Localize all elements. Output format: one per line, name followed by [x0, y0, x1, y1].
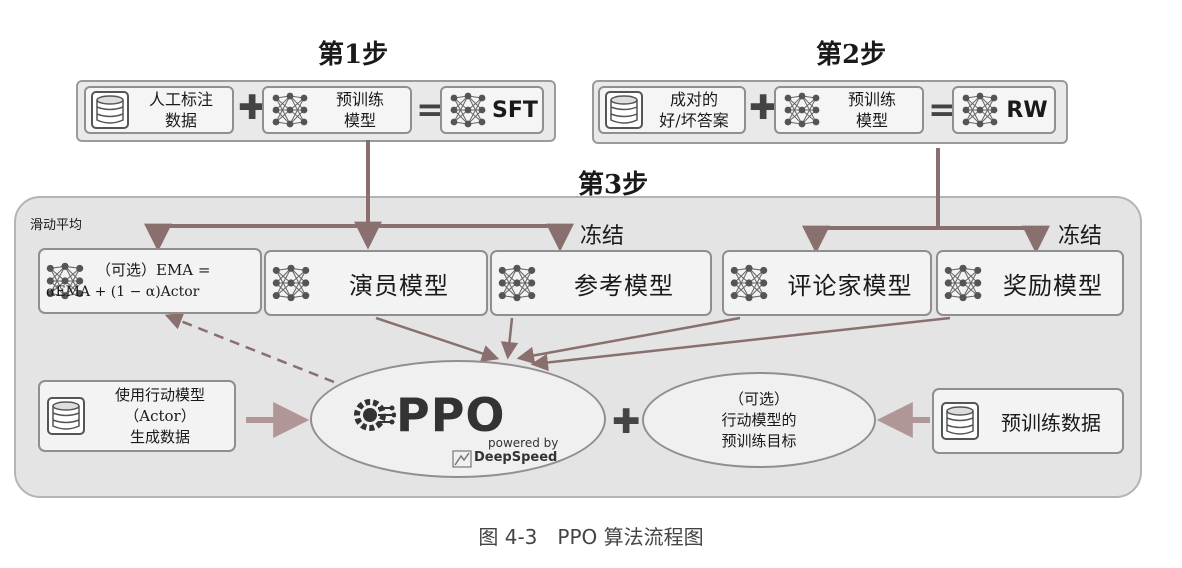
- step2-title: 第2步: [816, 40, 887, 70]
- freeze-label-right: 冻结: [1058, 224, 1103, 249]
- plus-sign: ✚: [238, 88, 267, 128]
- reward-model-label: 奖励模型: [1003, 271, 1103, 300]
- ema-title: 滑动平均: [30, 218, 83, 233]
- powered-by-label: powered by: [488, 436, 559, 450]
- neural-net-icon: [728, 262, 770, 304]
- reward-model-box: 奖励模型: [936, 250, 1124, 316]
- step2-data-line1: 成对的: [669, 90, 718, 109]
- generated-data-box: 使用行动模型 （Actor） 生成数据: [38, 380, 236, 452]
- ppo-gear-icon: [354, 399, 396, 431]
- reward-to-ppo-arrow: [530, 316, 951, 372]
- step2-data-box: 成对的 好/坏答案: [598, 86, 746, 134]
- step1-data-line2: 数据: [164, 111, 197, 130]
- pretrain-data-label: 预训练数据: [1001, 410, 1101, 435]
- optional-line3: 预训练目标: [721, 431, 797, 450]
- generated-data-label: 使用行动模型 （Actor） 生成数据: [86, 385, 234, 448]
- rw-branch-line: [814, 226, 1038, 246]
- step2-result-box: RW: [952, 86, 1056, 134]
- step1-data-box: 人工标注 数据: [84, 86, 234, 134]
- actor-to-ppo-arrow: [375, 316, 500, 362]
- step1-model-line2: 模型: [343, 111, 376, 130]
- equals-sign: =: [416, 90, 445, 130]
- rw-label: RW: [1006, 97, 1048, 123]
- critic-model-box: 评论家模型: [722, 250, 932, 316]
- freeze-label-left: 冻结: [580, 224, 625, 249]
- neural-net-icon: [942, 262, 984, 304]
- actor-model-box: 演员模型: [264, 250, 488, 316]
- actor-model-label: 演员模型: [349, 271, 449, 300]
- optional-line1: （可选）: [728, 389, 789, 408]
- step1-result-box: SFT: [440, 86, 544, 134]
- step1-model-label: 预训练 模型: [310, 89, 410, 131]
- plus-sign: ✚: [749, 88, 778, 128]
- generated-data-line1: 使用行动模型: [114, 385, 205, 404]
- generated-data-line2: （Actor）: [124, 406, 196, 425]
- step3-title: 第3步: [578, 170, 649, 200]
- step1-title: 第1步: [318, 40, 389, 70]
- step1-model-box: 预训练 模型: [262, 86, 412, 134]
- critic-model-label: 评论家模型: [787, 271, 913, 300]
- neural-net-icon: [270, 262, 312, 304]
- step1-data-label: 人工标注 数据: [130, 89, 232, 131]
- step2-model-line1: 预训练: [847, 90, 896, 109]
- database-icon: [940, 401, 980, 441]
- ppo-label: PPO: [396, 388, 506, 442]
- database-icon: [46, 396, 86, 436]
- deepspeed-label: DeepSpeed: [474, 450, 558, 465]
- reference-to-ppo-arrow: [500, 317, 519, 360]
- figure-caption: 图 4-3 PPO 算法流程图: [478, 525, 704, 549]
- step1-data-line1: 人工标注: [148, 90, 213, 109]
- ema-formula: （可选）EMA = αEMA + (1 − α)Actor: [46, 259, 260, 303]
- sft-branch-line: [156, 224, 562, 244]
- step1-model-line1: 预训练: [335, 90, 384, 109]
- pretrain-data-box: 预训练数据: [932, 388, 1124, 454]
- step2-data-line2: 好/坏答案: [659, 111, 729, 130]
- step2-model-box: 预训练 模型: [774, 86, 924, 134]
- critic-to-ppo-arrow: [516, 316, 741, 365]
- optional-objective-ellipse: （可选） 行动模型的 预训练目标: [642, 372, 876, 468]
- neural-net-icon: [496, 262, 538, 304]
- deepspeed-logo-icon: [452, 450, 472, 468]
- step2-model-line2: 模型: [855, 111, 888, 130]
- ppo-to-ema-dashed-arrow: [164, 313, 335, 384]
- reference-model-box: 参考模型: [490, 250, 712, 316]
- step2-model-label: 预训练 模型: [822, 89, 922, 131]
- sft-label: SFT: [492, 97, 538, 123]
- optional-line2: 行动模型的: [721, 410, 797, 429]
- step2-data-label: 成对的 好/坏答案: [644, 89, 744, 131]
- optional-objective-label: （可选） 行动模型的 预训练目标: [721, 389, 796, 452]
- reference-model-label: 参考模型: [574, 271, 674, 300]
- ema-formula-line1: （可选）EMA =: [96, 261, 211, 279]
- equals-sign: =: [928, 90, 957, 130]
- generated-data-line3: 生成数据: [129, 427, 190, 446]
- ema-box: （可选）EMA = αEMA + (1 − α)Actor: [38, 248, 262, 314]
- ema-formula-line2: αEMA + (1 − α)Actor: [46, 284, 200, 300]
- plus-sign: ✚: [612, 402, 641, 442]
